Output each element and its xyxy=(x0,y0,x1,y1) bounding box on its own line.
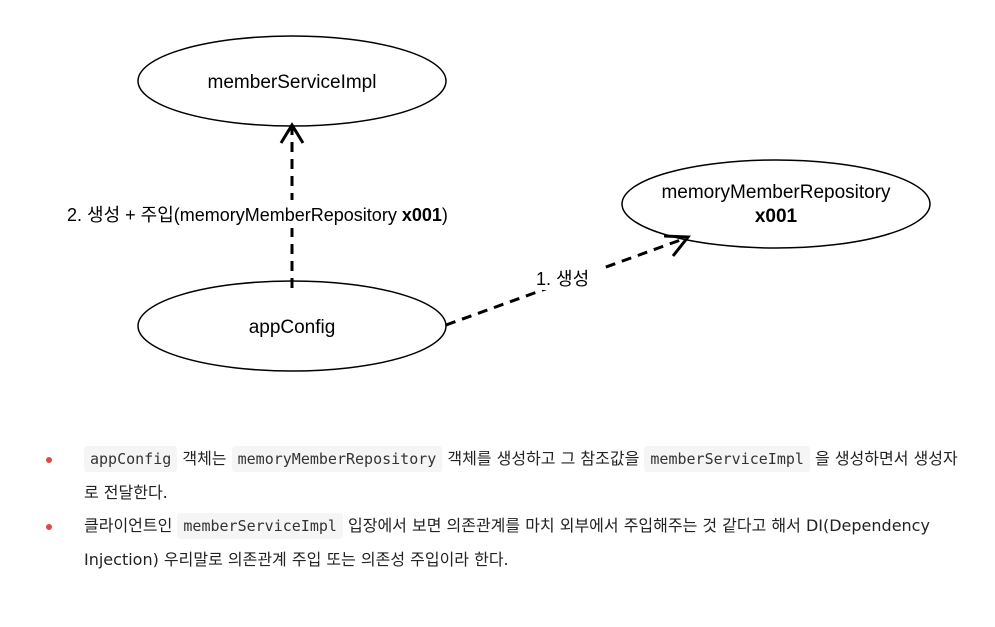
note-text: 객체를 생성하고 그 참조값을 xyxy=(442,449,645,468)
list-item: 클라이언트인 memberServiceImpl 입장에서 보면 의존관계를 마… xyxy=(0,509,964,576)
list-item: appConfig 객체는 memoryMemberRepository 객체를… xyxy=(0,442,964,509)
note-text: 클라이언트인 xyxy=(84,516,178,535)
node-memory-member-repository: memoryMemberRepository x001 xyxy=(621,159,931,249)
explanation-list: appConfig 객체는 memoryMemberRepository 객체를… xyxy=(0,442,995,576)
edge-inject-label-bg xyxy=(60,200,520,228)
edge-create-label-bg xyxy=(532,266,604,290)
arrowhead-icon xyxy=(279,122,305,144)
note-text: 객체는 xyxy=(177,449,232,468)
note-text: 을 생성하면서 생성자로 전달한다. xyxy=(84,449,958,502)
edge-create-label: 1. 생성 xyxy=(536,269,589,289)
inline-code: memoryMemberRepository xyxy=(231,446,443,472)
dependency-diagram: memberServiceImpl memoryMemberRepository… xyxy=(60,35,931,372)
inline-code: memberServiceImpl xyxy=(177,513,343,539)
node-memory-member-repository-label: memoryMemberRepository xyxy=(661,182,891,203)
inline-code: appConfig xyxy=(84,446,178,472)
node-member-service-impl-label: memberServiceImpl xyxy=(208,72,377,93)
note-text: 입장에서 보면 의존관계를 마치 외부에서 주입해주는 것 같다고 해서 DI(… xyxy=(84,516,930,569)
node-memory-member-repository-id: x001 xyxy=(755,206,798,227)
arrowhead-icon xyxy=(663,234,691,257)
edge-inject-label: 2. 생성 + 주입(memoryMemberRepository x001) xyxy=(67,205,448,225)
inline-code: memberServiceImpl xyxy=(644,446,810,472)
edge-inject xyxy=(279,122,305,288)
node-app-config: appConfig xyxy=(137,280,447,372)
node-member-service-impl: memberServiceImpl xyxy=(137,35,447,127)
node-app-config-label: appConfig xyxy=(249,317,336,338)
bullet-icon xyxy=(46,524,52,530)
bullet-icon xyxy=(46,457,52,463)
